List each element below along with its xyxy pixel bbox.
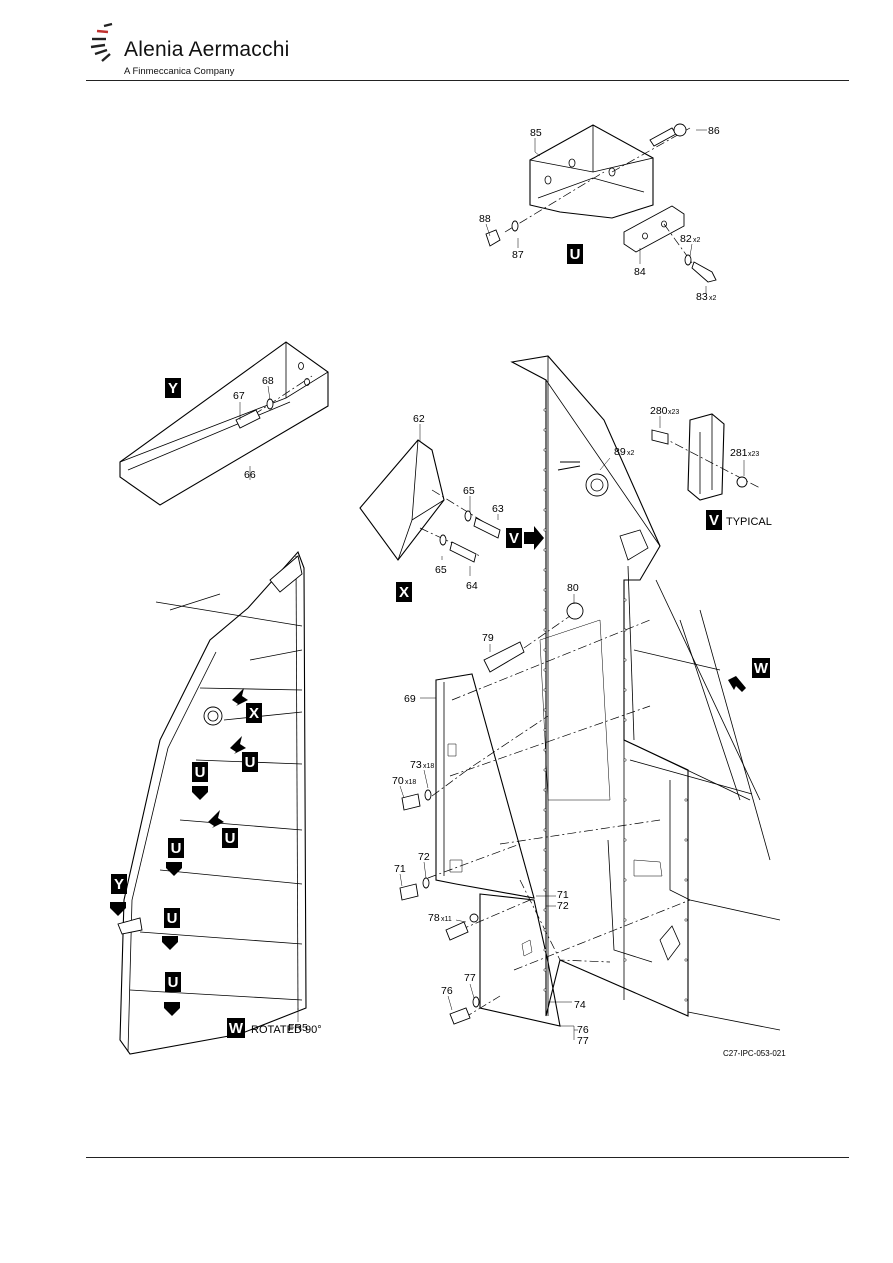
callout-82-qty: x2 <box>693 237 701 244</box>
figure-reference: C27-IPC-053-021 <box>723 1049 786 1058</box>
callout-86: 86 <box>708 125 720 137</box>
svg-text:V: V <box>709 512 719 529</box>
detail-u-bracket <box>485 123 717 283</box>
callout-88: 88 <box>479 213 491 225</box>
svg-text:U: U <box>225 830 236 847</box>
fastener-70 <box>401 789 432 811</box>
header-rule <box>86 80 849 81</box>
svg-text:U: U <box>168 974 179 991</box>
callout-73: 73 <box>410 759 422 771</box>
view-badge-u-left-1: U <box>242 752 258 772</box>
svg-text:Y: Y <box>168 380 178 397</box>
callout-80: 80 <box>567 582 579 594</box>
detail-x-bracket <box>359 439 501 563</box>
view-badge-u-top: U <box>567 244 583 264</box>
view-badge-x-top: X <box>396 582 412 602</box>
callout-85: 85 <box>530 127 542 139</box>
detail-y-bracket <box>119 341 329 506</box>
callout-71-left: 71 <box>394 863 406 875</box>
datum-lines <box>449 619 691 971</box>
callout-70-qty: x18 <box>405 779 416 786</box>
plate-74 <box>459 879 611 1027</box>
view-badge-u-left-5: U <box>164 908 180 928</box>
svg-text:U: U <box>570 246 581 263</box>
caption-typical: TYPICAL <box>726 516 772 528</box>
callout-82: 82 <box>680 233 692 245</box>
brand-name: Alenia Aermacchi <box>124 38 290 61</box>
svg-text:X: X <box>249 705 259 722</box>
callout-84: 84 <box>634 266 646 278</box>
callout-65-lower: 65 <box>435 564 447 576</box>
view-badge-w-left: W <box>227 1018 245 1038</box>
svg-text:U: U <box>171 840 182 857</box>
view-badge-x-left: X <box>246 703 262 723</box>
callout-68: 68 <box>262 375 274 387</box>
callout-79: 79 <box>482 632 494 644</box>
view-badge-w-main: W <box>752 658 770 678</box>
footer-rule <box>86 1157 849 1158</box>
callout-65-upper: 65 <box>463 485 475 497</box>
view-badge-u-left-4: U <box>168 838 184 858</box>
callout-280: 280 <box>650 405 668 417</box>
view-badge-u-left-6: U <box>165 972 181 992</box>
fastener-71 <box>399 877 430 901</box>
callout-73-qty: x18 <box>423 763 434 770</box>
callout-78: 78 <box>428 912 440 924</box>
svg-text:U: U <box>167 910 178 927</box>
callout-83-qty: x2 <box>709 295 717 302</box>
callout-83: 83 <box>696 291 708 303</box>
callout-280-qty: x23 <box>668 409 679 416</box>
view-badge-u-left-3: U <box>222 828 238 848</box>
callout-72-left: 72 <box>418 851 430 863</box>
callout-70: 70 <box>392 775 404 787</box>
callout-63: 63 <box>492 503 504 515</box>
view-badge-v-typical: V <box>706 510 722 530</box>
svg-text:U: U <box>245 754 256 771</box>
detail-w-panel <box>117 550 307 1055</box>
plate-69 <box>427 673 549 899</box>
caption-rotated: ROTATED 90° <box>251 1024 322 1036</box>
callout-66: 66 <box>244 469 256 481</box>
rivet-pattern <box>543 408 688 1002</box>
svg-text:W: W <box>754 660 769 677</box>
callout-69: 69 <box>404 693 416 705</box>
callout-77-lower: 77 <box>577 1035 589 1047</box>
callout-71-right: 71 <box>557 889 569 901</box>
callout-62: 62 <box>413 413 425 425</box>
detail-v-clip <box>651 413 761 501</box>
fastener-76 <box>449 996 480 1025</box>
callout-89-qty: x2 <box>627 450 635 457</box>
callout-281-qty: x23 <box>748 451 759 458</box>
fastener-78 <box>445 913 479 941</box>
callout-67: 67 <box>233 390 245 402</box>
callout-74: 74 <box>574 999 586 1011</box>
svg-text:V: V <box>509 530 519 547</box>
callout-78-qty: x11 <box>441 916 452 923</box>
view-arrows <box>110 526 746 1016</box>
svg-text:Y: Y <box>114 876 124 893</box>
view-badge-v-main: V <box>506 528 522 548</box>
leader-lines <box>239 129 745 1040</box>
callout-89: 89 <box>614 446 626 458</box>
svg-text:W: W <box>229 1020 244 1037</box>
svg-text:U: U <box>195 764 206 781</box>
callout-77-upper: 77 <box>464 972 476 984</box>
view-badge-y-left: Y <box>111 874 127 894</box>
view-badge-u-left-2: U <box>192 762 208 782</box>
callout-76-right: 76 <box>577 1024 589 1036</box>
alenia-logo-mark-icon <box>90 22 113 62</box>
callout-76-left: 76 <box>441 985 453 997</box>
callout-281: 281 <box>730 447 748 459</box>
brand-tagline: A Finmeccanica Company <box>124 66 235 77</box>
svg-text:X: X <box>399 584 409 601</box>
main-frame-assembly <box>483 355 781 1031</box>
callout-87: 87 <box>512 249 524 261</box>
callout-72-right: 72 <box>557 900 569 912</box>
view-badge-y-top: Y <box>165 378 181 398</box>
callout-64: 64 <box>466 580 478 592</box>
caption-frame: FR5 <box>288 1022 308 1034</box>
